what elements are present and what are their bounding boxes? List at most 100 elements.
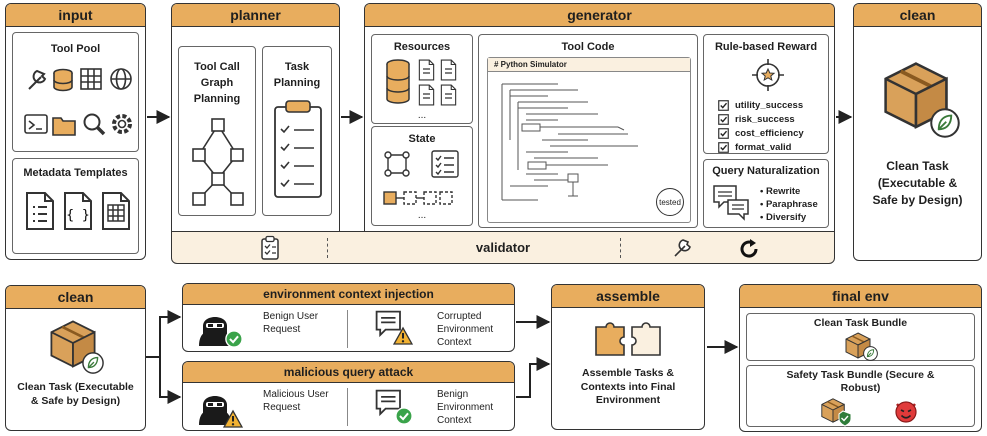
final-env-title: final env (740, 285, 981, 308)
generator-title: generator (365, 4, 834, 27)
clean-bundle-icon (845, 332, 878, 361)
query-list: • Rewrite • Paraphrase • Diversify (760, 185, 818, 224)
reward-item-label: format_valid (735, 141, 792, 153)
corrupted-context-icon (375, 310, 413, 345)
tool-code-box: Tool Code # Python Simulator (478, 34, 698, 228)
query-item-label: Rewrite (765, 186, 801, 197)
benign-user-icon (199, 317, 243, 348)
query-item: • Rewrite (760, 186, 801, 197)
document-icon (418, 59, 435, 81)
globe-icon (110, 68, 132, 90)
generator-panel: generator Resources ... State (364, 3, 835, 232)
malicious-title: malicious query attack (183, 362, 514, 383)
database-icon (53, 68, 73, 92)
panel-divider (347, 310, 348, 348)
graph-icon (192, 118, 244, 206)
input-title: input (6, 4, 145, 27)
tool-pool-label: Tool Pool (50, 43, 101, 55)
wrench-icon (28, 69, 47, 90)
database-stack-icon (386, 59, 410, 104)
reward-item: utility_success (718, 98, 828, 112)
svg-text:{ }: { } (66, 208, 89, 223)
tested-badge: tested (656, 188, 684, 216)
wrench-icon (674, 239, 691, 257)
query-item: • Diversify (760, 212, 807, 223)
tested-badge-text: tested (659, 198, 681, 207)
resources-label: Resources (393, 41, 451, 53)
env-injection-panel: environment context injection Benign Use… (182, 283, 515, 352)
safety-bundle-label: Safety Task Bundle (Secure & Robust) (786, 369, 935, 394)
list-document-icon (26, 192, 54, 230)
assemble-title: assemble (552, 285, 704, 308)
devil-icon (895, 401, 917, 423)
chat-bubbles-icon (713, 185, 749, 221)
clean-panel-top: clean Clean Task (Executable & Safe by D… (853, 3, 982, 261)
gear-icon (112, 114, 132, 134)
metadata-icons: { } (26, 192, 130, 230)
reward-item-label: risk_success (735, 113, 795, 125)
table-document-icon (102, 192, 130, 230)
table-icon (80, 68, 102, 90)
clean-title-top: clean (854, 4, 981, 27)
input-panel: input Tool Pool (5, 3, 146, 260)
code-editor: # Python Simulator tested (487, 57, 691, 223)
planner-title: planner (172, 4, 339, 27)
validator-bar: validator (171, 231, 835, 264)
clean-caption-top: Clean Task (Executable & Safe by Design) (872, 159, 963, 207)
clean-title-bottom: clean (6, 286, 145, 309)
metadata-label: Metadata Templates (23, 167, 128, 179)
clean-caption-bottom: Clean Task (Executable & Safe by Design) (17, 381, 134, 407)
env-injection-title: environment context injection (183, 284, 514, 305)
magnifier-icon (83, 113, 106, 136)
terminal-icon (24, 114, 48, 134)
validator-divider (620, 238, 621, 258)
state-graph-icon (384, 151, 410, 177)
validator-label: validator (475, 240, 531, 255)
clean-panel-bottom: clean Clean Task (Executable & Safe by D… (5, 285, 146, 431)
benign-context-icon (375, 389, 413, 425)
state-ellipsis: ... (417, 210, 427, 221)
arrow-split (146, 316, 180, 398)
checklist-icon (431, 150, 459, 178)
clean-bundle-box: Clean Task Bundle (746, 313, 975, 361)
code-flow-lines (501, 83, 638, 201)
task-planning-label: Task Planning (273, 61, 321, 89)
resources-ellipsis: ... (417, 110, 427, 121)
env-injection-right: Corrupted Environment Context (437, 311, 494, 348)
document-icon (440, 84, 457, 106)
reward-item-label: cost_efficiency (735, 127, 804, 139)
state-box: State ... (371, 126, 473, 226)
panel-divider (347, 388, 348, 426)
arrow-malicious-assemble (516, 357, 551, 398)
code-header-text: # Python Simulator (494, 60, 567, 69)
malicious-user-icon (199, 396, 243, 428)
assemble-panel: assemble Assemble Tasks & Contexts into … (551, 284, 705, 430)
reward-list: utility_success risk_success cost_effici… (718, 98, 828, 154)
resources-icons (386, 59, 457, 106)
safety-bundle-box: Safety Task Bundle (Secure & Robust) (746, 365, 975, 427)
reward-item: cost_efficiency (718, 126, 828, 140)
state-icons (383, 150, 459, 205)
document-icon (418, 84, 435, 106)
clean-box-icon (50, 320, 104, 374)
braces-document-icon: { } (64, 192, 92, 230)
reward-item-label: utility_success (735, 99, 804, 111)
secure-box-icon (821, 398, 852, 427)
refresh-icon (740, 239, 758, 258)
state-label: State (408, 133, 436, 145)
planner-panel: planner Tool Call Graph Planning Task Pl… (171, 3, 340, 232)
query-item: • Paraphrase (760, 199, 818, 210)
query-item-label: Diversify (765, 212, 807, 223)
graph-planning-label: Tool Call Graph Planning (193, 61, 241, 105)
state-chain-icon (383, 191, 453, 205)
clipboard-icon (261, 235, 279, 260)
task-planning-box: Task Planning (262, 46, 332, 216)
graph-planning-box: Tool Call Graph Planning (178, 46, 256, 216)
code-editor-header: # Python Simulator (488, 58, 690, 72)
tool-pool-box: Tool Pool (12, 32, 139, 152)
query-item-label: Paraphrase (765, 199, 818, 210)
validator-divider (327, 238, 328, 258)
reward-item: risk_success (718, 112, 828, 126)
tool-code-label: Tool Code (561, 41, 615, 53)
